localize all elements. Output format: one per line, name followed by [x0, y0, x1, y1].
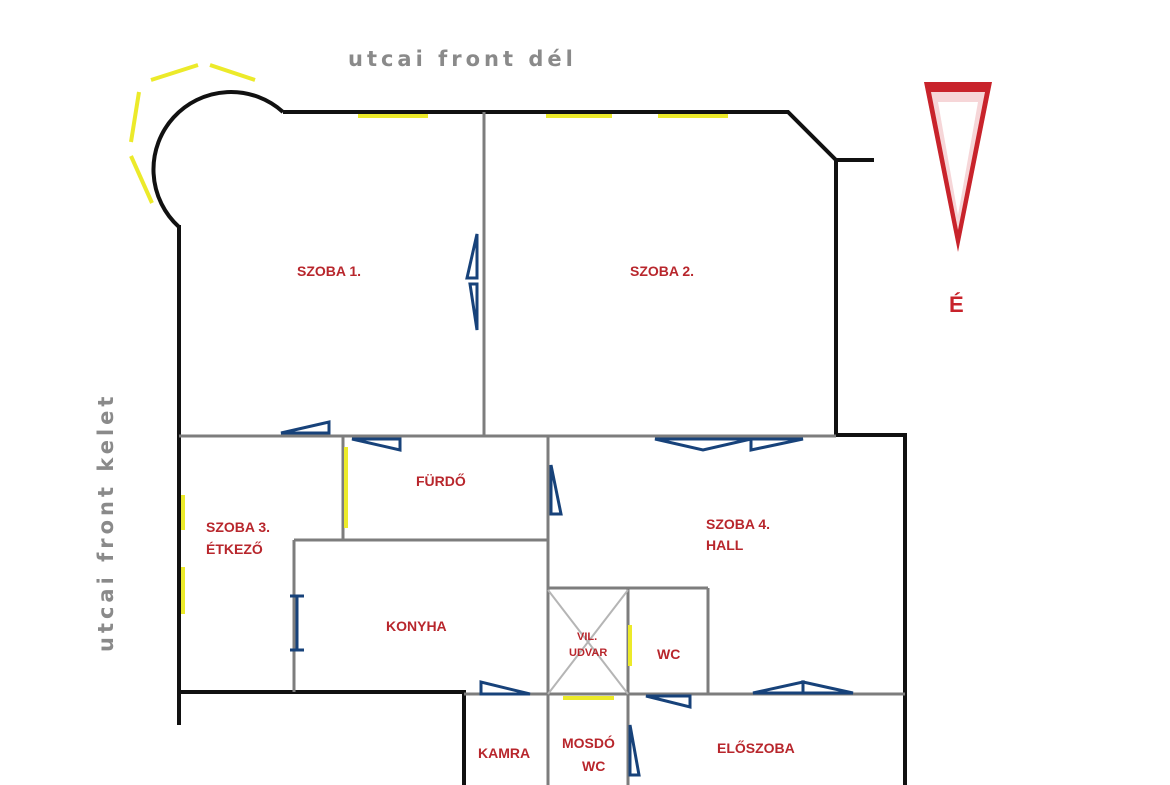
- windows: [129, 63, 728, 700]
- room-label-szoba2: SZOBA 2.: [630, 263, 694, 279]
- compass-label: É: [949, 292, 964, 317]
- room-label-vil-udvar-line2: UDVAR: [569, 647, 607, 659]
- room-label-konyha: KONYHA: [386, 618, 447, 634]
- room-label-furdo: FÜRDŐ: [416, 472, 466, 489]
- room-label-vil-udvar-line1: VIL.: [577, 631, 597, 643]
- room-label-eloszoba: ELŐSZOBA: [717, 739, 795, 756]
- room-label-mosdo-line2: WC: [582, 758, 605, 774]
- bay-window-wall: [151, 89, 285, 229]
- room-label-szoba4-line2: HALL: [706, 537, 744, 553]
- outer-wall: [177, 110, 907, 785]
- street-label-east: utcai front kelet: [94, 393, 118, 652]
- room-label-szoba3-line1: SZOBA 3.: [206, 519, 270, 535]
- room-label-mosdo-line1: MOSDÓ: [562, 734, 615, 751]
- light-well-cross: [547, 589, 629, 695]
- room-label-szoba4-line1: SZOBA 4.: [706, 516, 770, 532]
- room-label-szoba1: SZOBA 1.: [297, 263, 361, 279]
- compass: É: [924, 82, 992, 317]
- room-label-kamra: KAMRA: [478, 745, 530, 761]
- room-label-wc: WC: [657, 646, 680, 662]
- street-label-south: utcai front dél: [348, 47, 577, 71]
- room-label-szoba3-line2: ÉTKEZŐ: [206, 540, 263, 557]
- doors: [280, 233, 854, 777]
- room-labels: SZOBA 1. SZOBA 2. FÜRDŐ SZOBA 3. ÉTKEZŐ …: [206, 263, 795, 774]
- outer-walls: [151, 89, 907, 785]
